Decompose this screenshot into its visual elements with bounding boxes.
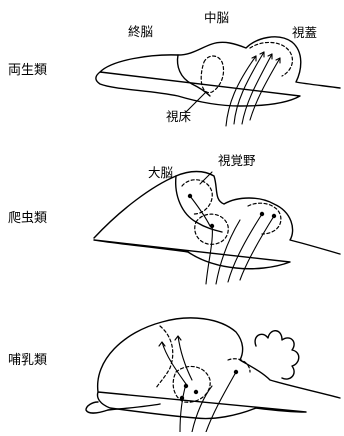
reptile-relay-dot-4 xyxy=(272,214,276,218)
mammal-projection-2 xyxy=(178,336,192,380)
mammal-relay-dot-2 xyxy=(194,390,198,394)
reptile-brain-outline xyxy=(94,172,340,269)
amphibian-brain-outline xyxy=(96,37,340,106)
mammal-arrowhead-1 xyxy=(159,342,165,346)
label-midbrain: 中脳 xyxy=(204,11,229,25)
mammal-olfactory-bulb xyxy=(86,402,108,413)
reptile-projection-to-cortex xyxy=(190,196,210,226)
reptile-optic-fiber-2 xyxy=(216,220,240,284)
mammal-colliculus-region xyxy=(228,359,250,372)
mammal-cerebellum-folia xyxy=(255,331,299,379)
mammal-projection-1 xyxy=(162,342,186,384)
reptile-optic-fiber-3 xyxy=(228,214,262,282)
reptile-relay-dot-1 xyxy=(188,194,192,198)
label-cerebrum: 大脳 xyxy=(148,166,173,180)
mammal-relay-dot-4 xyxy=(180,396,184,400)
reptile-relay-dot-2 xyxy=(210,224,214,228)
mammal-relay-dot-3 xyxy=(234,370,238,374)
mammal-cortex-region xyxy=(156,326,173,388)
row-label-mammal: 哺乳類 xyxy=(8,354,47,368)
reptile-optic-fiber-1 xyxy=(206,226,212,284)
reptile-brain xyxy=(94,172,340,285)
row-label-amphibian: 両生類 xyxy=(8,64,47,78)
reptile-relay-dot-3 xyxy=(260,212,264,216)
row-label-reptile: 爬虫類 xyxy=(8,212,47,226)
label-tectum: 視蓋 xyxy=(292,26,317,40)
mammal-optic-fiber-1 xyxy=(180,384,186,432)
label-visual-area: 視覚野 xyxy=(218,154,256,168)
reptile-visual-area-leader xyxy=(200,172,212,184)
mammal-optic-fiber-3 xyxy=(206,372,236,432)
label-telencephalon: 終脳 xyxy=(128,25,153,39)
mammal-brainstem-lower xyxy=(108,404,160,410)
mammal-brain xyxy=(86,318,340,432)
reptile-optic-fiber-4 xyxy=(240,216,274,280)
reptile-visual-area-region xyxy=(182,180,212,214)
label-thalamus: 視床 xyxy=(166,110,191,124)
mammal-relay-dot-1 xyxy=(184,384,188,388)
amphibian-brain xyxy=(96,37,340,126)
